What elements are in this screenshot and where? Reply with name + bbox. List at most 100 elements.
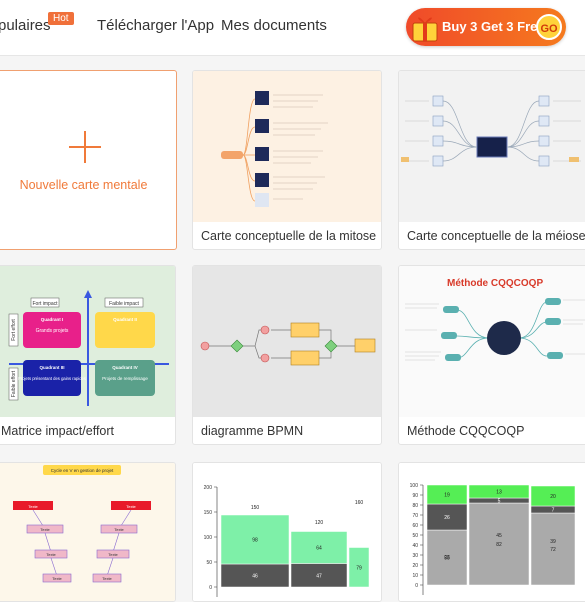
y-tick-label: 150 xyxy=(204,510,213,516)
plus-icon xyxy=(69,131,101,163)
bar-segment-label: 55 xyxy=(444,556,450,562)
y-tick-label: 20 xyxy=(412,563,418,569)
v-node: Texte xyxy=(102,576,112,581)
template-card-mitose[interactable]: Carte conceptuelle de la mitose xyxy=(192,70,382,250)
template-card-cqqcoqp[interactable]: Méthode CQQCOQP Méthode CQQCOQP xyxy=(398,265,585,445)
y-tick-label: 30 xyxy=(412,553,418,559)
bar-segment xyxy=(220,514,290,565)
y-tick-label: 10 xyxy=(412,573,418,579)
y-tick-label: 90 xyxy=(412,493,418,499)
y-tick-label: 0 xyxy=(209,585,212,591)
y-tick-label: 40 xyxy=(412,543,418,549)
mitose-thumbnail xyxy=(193,71,381,222)
bar-segment-label: 72 xyxy=(550,547,556,553)
nav-populaires[interactable]: pulaires xyxy=(0,17,51,34)
bar-segment-label: 47 xyxy=(316,573,322,579)
cycle-v-title: Cycle en V en gestion de projet xyxy=(51,468,114,473)
v-node: Texte xyxy=(28,504,38,509)
bar-segment-label: 5 xyxy=(498,499,501,505)
bar-total-label: 39 xyxy=(550,539,556,545)
cqqcoqp-thumbnail: Méthode CQQCOQP xyxy=(399,266,585,417)
y-tick-label: 200 xyxy=(204,485,213,491)
y-tick-label: 80 xyxy=(412,503,418,509)
matrice-thumbnail: Fort impact Faible impact Fort effort Fa… xyxy=(0,266,175,417)
template-card-matrice[interactable]: Fort impact Faible impact Fort effort Fa… xyxy=(0,265,176,445)
q3-text: Projets présentant des gains rapides xyxy=(18,376,86,381)
meiose-thumbnail xyxy=(399,71,585,222)
q2-title: Quadrant II xyxy=(113,317,137,322)
fort-effort-label: Fort effort xyxy=(11,319,17,341)
card-title: diagramme BPMN xyxy=(201,424,304,438)
q4-title: Quadrant IV xyxy=(112,365,138,370)
y-tick-label: 60 xyxy=(412,523,418,529)
bar-segment-label: 19 xyxy=(444,493,450,499)
bar-segment xyxy=(426,503,468,531)
promo-banner[interactable]: Buy 3 Get 3 Free GO xyxy=(406,8,566,46)
y-tick-label: 100 xyxy=(410,483,419,489)
v-node: Texte xyxy=(114,527,124,532)
bar-segment-label: 82 xyxy=(496,542,502,548)
nav-download-app[interactable]: Télécharger l'App xyxy=(97,17,215,34)
gift-icon xyxy=(412,17,438,42)
v-node: Texte xyxy=(40,527,50,532)
bar-segment-label: 13 xyxy=(496,490,502,496)
promo-go-button[interactable]: GO xyxy=(536,14,562,40)
y-tick-label: 100 xyxy=(204,535,213,541)
new-mind-map-label: Nouvelle carte mentale xyxy=(19,178,148,192)
bar-total-label: 120 xyxy=(315,520,324,526)
top-nav-bar: pulaires Hot Télécharger l'App Mes docum… xyxy=(0,0,585,56)
card-title: Méthode CQQCOQP xyxy=(407,424,525,438)
template-card-chart-2[interactable]: 0 10 20 30 40 50 60 70 80 90 100 55 26 19 23 82 5 13 45 72 7… xyxy=(398,462,585,602)
v-node: Texte xyxy=(46,552,56,557)
bar-segment-label: 26 xyxy=(444,515,450,521)
stacked-bar-chart-1: 0 50 100 150 200 46 98 150 47 64 120 79 160 xyxy=(204,485,370,597)
new-mind-map-card[interactable]: Nouvelle carte mentale xyxy=(0,70,177,250)
card-title: Carte conceptuelle de la mitose xyxy=(201,229,377,243)
bar-total-label: 23 xyxy=(444,555,450,561)
bar-segment-label: 98 xyxy=(252,538,258,544)
hot-badge: Hot xyxy=(48,12,74,25)
cqq-title: Méthode CQQCOQP xyxy=(447,278,543,289)
stacked-bar-chart-2: 0 10 20 30 40 50 60 70 80 90 100 55 26 19 23 82 5 13 45 72 7… xyxy=(410,483,576,595)
bar-segment-label: 46 xyxy=(252,574,258,580)
y-tick-label: 70 xyxy=(412,513,418,519)
promo-label: Buy 3 Get 3 Free xyxy=(442,19,545,34)
v-node: Texte xyxy=(108,552,118,557)
bar-segment-label: 20 xyxy=(550,494,556,500)
bar-segment xyxy=(468,484,530,499)
faible-impact-label: Faible impact xyxy=(109,301,139,307)
y-tick-label: 50 xyxy=(412,533,418,539)
card-title: Carte conceptuelle de la méiose xyxy=(407,229,585,243)
bar-total-label: 160 xyxy=(355,500,364,506)
y-tick-label: 0 xyxy=(415,583,418,589)
bar-segment xyxy=(426,484,468,505)
v-node: Texte xyxy=(126,504,136,509)
bar-segment xyxy=(530,485,576,507)
v-node: Texte xyxy=(52,576,62,581)
bar-segment xyxy=(468,502,530,586)
cycle-v-thumbnail: Cycle en V en gestion de projet Texte Te… xyxy=(0,463,175,601)
q4-text: Projets de remplissage xyxy=(102,376,148,381)
y-tick-label: 50 xyxy=(206,560,212,566)
card-title: Matrice impact/effort xyxy=(1,424,115,438)
bar-total-label: 45 xyxy=(496,533,502,539)
bpmn-thumbnail xyxy=(193,266,381,417)
template-card-bpmn[interactable]: diagramme BPMN xyxy=(192,265,382,445)
template-card-cycle-v[interactable]: Cycle en V en gestion de projet Texte Te… xyxy=(0,462,176,602)
bar-segment-label: 64 xyxy=(316,546,322,552)
bar-segment xyxy=(426,529,468,586)
chart-1-thumbnail: 0 50 100 150 200 46 98 150 47 64 120 79 160 xyxy=(193,463,381,601)
faible-effort-label: Faible effort xyxy=(11,370,17,397)
bar-segment xyxy=(290,531,348,564)
bar-segment-label: 7 xyxy=(552,508,555,514)
template-card-chart-1[interactable]: 0 50 100 150 200 46 98 150 47 64 120 79 160 xyxy=(192,462,382,602)
bar-total-label: 150 xyxy=(251,505,260,511)
chart-2-thumbnail: 0 10 20 30 40 50 60 70 80 90 100 55 26 19 23 82 5 13 45 72 7… xyxy=(399,463,585,601)
bar-segment-label: 79 xyxy=(356,565,362,571)
q1-title: Quadrant I xyxy=(41,317,64,322)
template-card-meiose[interactable]: Carte conceptuelle de la méiose xyxy=(398,70,585,250)
fort-impact-label: Fort impact xyxy=(32,301,58,307)
q1-text: Grands projets xyxy=(36,328,69,334)
q3-title: Quadrant III xyxy=(39,365,64,370)
nav-my-documents[interactable]: Mes documents xyxy=(221,17,327,34)
